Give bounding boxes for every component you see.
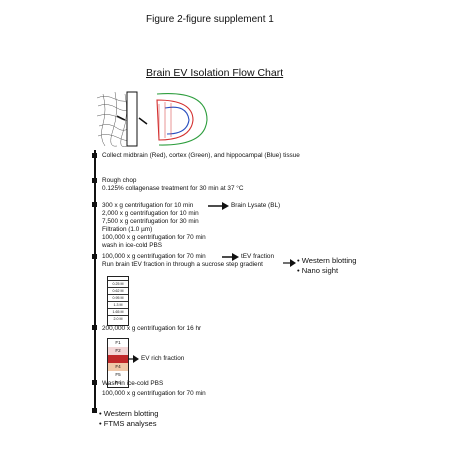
chart-title: Brain EV Isolation Flow Chart xyxy=(146,67,284,79)
step-bullet xyxy=(92,153,97,158)
western-blotting-final: • Western blotting xyxy=(99,409,159,418)
step-wash-2: Wash in ice-cold PBS xyxy=(102,380,164,387)
brain-section-illustration xyxy=(96,91,208,147)
step-bullet xyxy=(92,408,97,413)
step-bullet xyxy=(92,254,97,259)
nano-sight-label: • Nano sight xyxy=(297,266,339,275)
fraction-tube: F1 F2 F3 F4 F5 F6 xyxy=(107,338,129,388)
ev-rich-fraction-label: EV rich fraction xyxy=(141,355,185,362)
step-spin-100k-3: 100,000 x g centrifugation for 70 min xyxy=(102,390,206,397)
brain-hemisphere xyxy=(156,92,208,146)
step-spin-7500: 7,500 x g centrifugation for 30 min xyxy=(102,218,199,225)
tev-fraction-label: tEV fraction xyxy=(241,253,275,260)
step-spin-200k: 200,000 x g centrifugation for 16 hr xyxy=(102,325,202,332)
supplement-label: Figure 2-figure supplement 1 xyxy=(146,14,274,25)
fraction-f6: F6 xyxy=(108,379,128,387)
step-spin-100k-1: 100,000 x g centrifugation for 70 min xyxy=(102,234,206,241)
gradient-layer: 2.0 M xyxy=(108,315,128,322)
step-collagenase: 0.125% collagenase treatment for 30 min … xyxy=(102,185,244,192)
step-wash-1: wash in ice-cold PBS xyxy=(102,242,163,249)
tissue-sketch-left xyxy=(96,91,136,147)
gradient-layer: 1.3 M xyxy=(108,301,128,308)
step-sucrose-gradient: Run brain tEV fraction in through a sucr… xyxy=(102,261,263,268)
ftms-analyses-label: • FTMS analyses xyxy=(99,419,157,428)
step-rough-chop: Rough chop xyxy=(102,177,137,184)
step-filtration: Filtration (1.0 µm) xyxy=(102,226,153,233)
arrow-to-tev-fraction xyxy=(222,253,239,261)
step-bullet xyxy=(92,380,97,385)
gradient-layer: 1.65 M xyxy=(108,308,128,315)
arrow-to-analysis xyxy=(283,259,296,267)
step-spin-100k-2: 100,000 x g centrifugation for 70 min xyxy=(102,253,206,260)
step-spin-2000: 2,000 x g centrifugation for 10 min xyxy=(102,210,199,217)
process-flow-line xyxy=(94,150,96,412)
brain-lysate-label: Brain Lysate (BL) xyxy=(231,202,281,209)
gradient-layer: 0.25 M xyxy=(108,280,128,287)
gradient-layer: 0.62 M xyxy=(108,287,128,294)
arrow-to-brain-lysate xyxy=(208,202,229,210)
sucrose-gradient-tube: 0.25 M 0.62 M 0.95 M 1.3 M 1.65 M 2.0 M xyxy=(107,276,129,326)
gradient-layer: 0.95 M xyxy=(108,294,128,301)
step-bullet xyxy=(92,178,97,183)
step-spin-300: 300 x g centrifugation for 10 min xyxy=(102,202,194,209)
step-collect: Collect midbrain (Red), cortex (Green), … xyxy=(102,152,300,159)
section-outline xyxy=(126,91,138,147)
arrow-to-ev-rich xyxy=(128,355,139,363)
step-bullet xyxy=(92,202,97,207)
step-bullet xyxy=(92,325,97,330)
western-blotting-label: • Western blotting xyxy=(297,256,357,265)
